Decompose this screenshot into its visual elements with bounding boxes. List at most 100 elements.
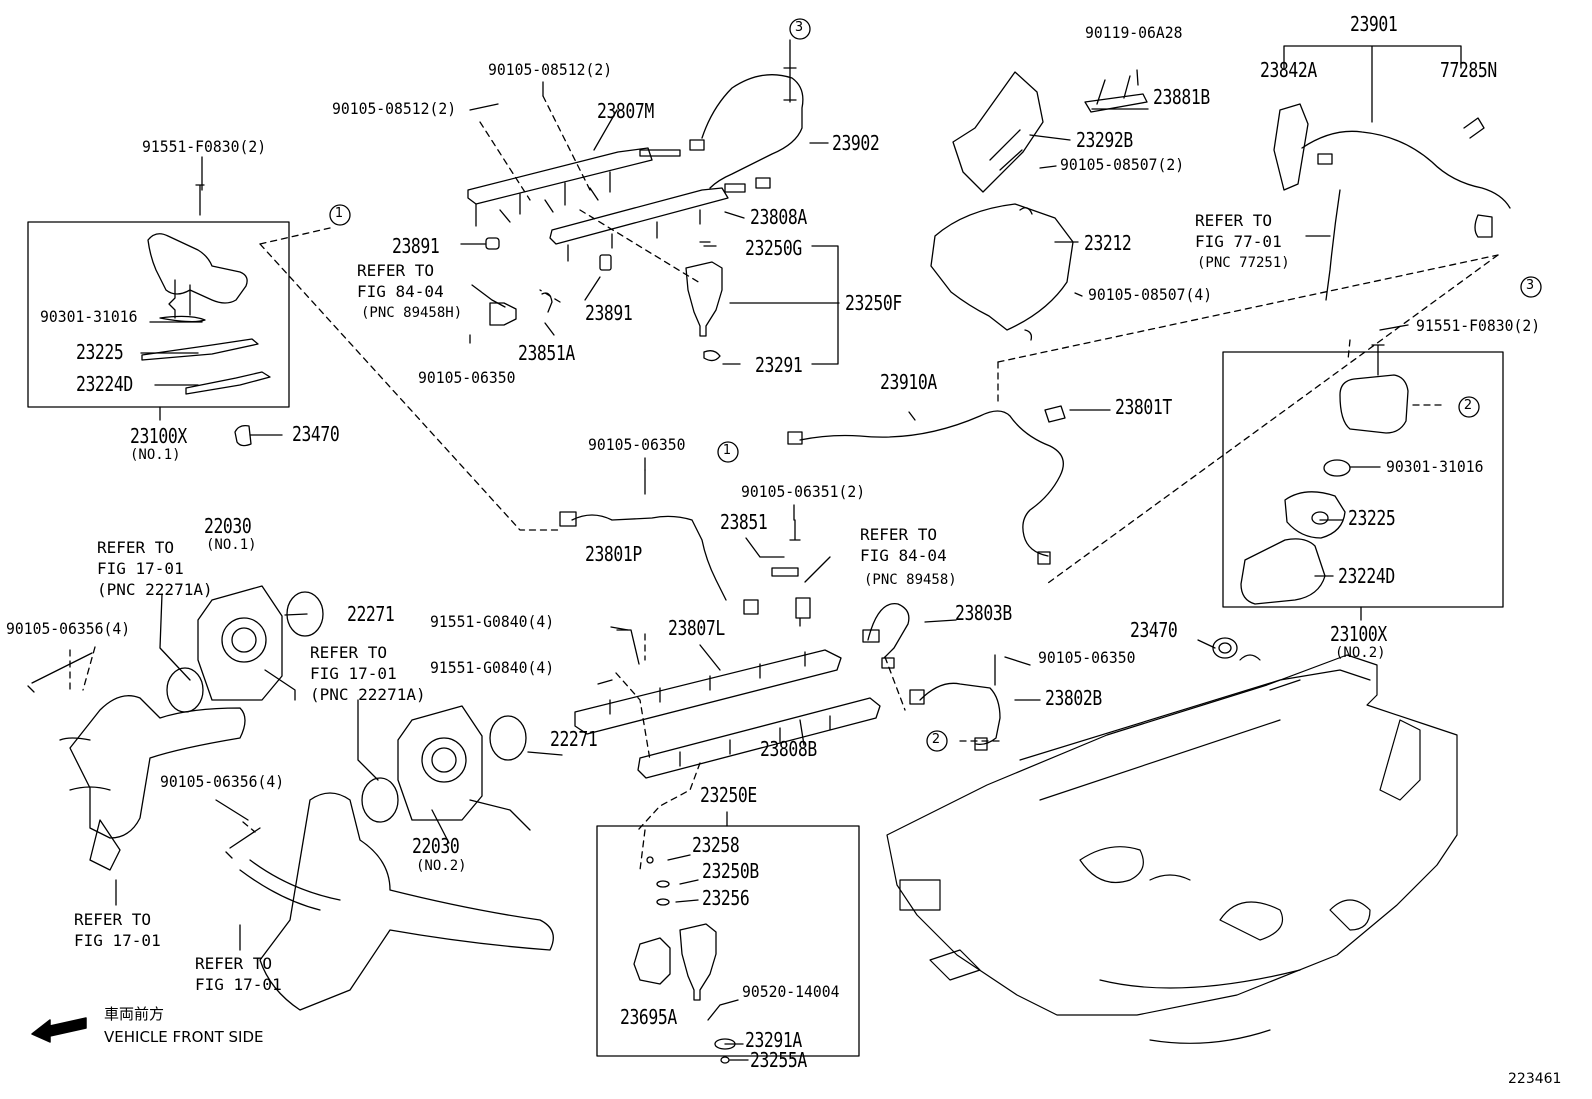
fuel-pipe-23910a xyxy=(787,405,1066,565)
part-label: 77285N xyxy=(1440,58,1497,82)
part-label: 23807L xyxy=(668,616,725,640)
part-label: 23256 xyxy=(702,886,750,910)
group-box-23250e xyxy=(596,825,860,1057)
part-label: 23807M xyxy=(597,99,654,123)
fuel-rail-23807m xyxy=(467,147,681,227)
part-label: 90105-06350 xyxy=(1038,648,1136,667)
part-label: 23250F xyxy=(845,291,902,315)
part-label: 90105-08512(2) xyxy=(488,60,613,79)
part-label: 23250E xyxy=(700,783,757,807)
part-label: 23803B xyxy=(955,601,1012,625)
injector-kit xyxy=(633,856,736,1064)
part-label: 23258 xyxy=(692,833,740,857)
part-label: 22271 xyxy=(347,602,395,626)
part-label: 23250B xyxy=(702,859,759,883)
sensor-23851 xyxy=(771,519,811,627)
part-label: 90105-06350 xyxy=(588,435,686,454)
part-label: 23291 xyxy=(755,353,803,377)
refer-fig-84-04-a: REFER TO FIG 84-04 xyxy=(357,261,444,301)
cover-23212 xyxy=(930,203,1074,341)
group-box-23100x-no2 xyxy=(1222,351,1504,608)
part-label: 23100X xyxy=(130,424,187,448)
part-label: 23224D xyxy=(76,372,133,396)
part-label: 23250G xyxy=(745,236,802,260)
injector-23250f xyxy=(685,241,723,362)
part-label: 23291A xyxy=(745,1028,802,1052)
part-label: 23802B xyxy=(1045,686,1102,710)
part-label: 90105-06351(2) xyxy=(741,482,866,501)
part-label: 23808B xyxy=(760,737,817,761)
fuel-rail-23807l xyxy=(574,629,842,735)
part-note: (NO.2) xyxy=(1335,645,1386,661)
refer-fig-84-04-b-pnc: (PNC 89458) xyxy=(864,572,957,588)
callout-circles xyxy=(329,18,1542,752)
refer-fig-84-04-b: REFER TO FIG 84-04 xyxy=(860,525,947,565)
fuel-rail-23808a xyxy=(549,183,746,262)
part-label: 23901 xyxy=(1350,12,1398,36)
engine-block xyxy=(886,654,1458,1044)
callout-2a: 2 xyxy=(1463,398,1473,413)
part-label: 23910A xyxy=(880,370,937,394)
throttle-body-22030-no2 xyxy=(397,705,531,831)
pipe-23802b xyxy=(909,654,1001,751)
intake-pipe-left xyxy=(27,652,246,871)
refer-fig-17-01-b: REFER TO FIG 17-01 (PNC 22271A) xyxy=(310,643,426,704)
part-label: 90105-06356(4) xyxy=(160,772,285,791)
part-label: 23881B xyxy=(1153,85,1210,109)
throttle-body-22030-no1 xyxy=(197,585,296,701)
callout-3b: 3 xyxy=(1525,278,1535,293)
part-label: 23695A xyxy=(620,1005,677,1029)
refer-fig-77-01-pnc: (PNC 77251) xyxy=(1197,255,1290,271)
part-label: 91551-F0830(2) xyxy=(142,137,267,156)
part-label: 91551-G0840(4) xyxy=(430,612,555,631)
refer-fig-77-01: REFER TO FIG 77-01 xyxy=(1195,211,1282,251)
part-label: 22271 xyxy=(550,727,598,751)
part-note: (NO.1) xyxy=(206,537,257,553)
dashed-connectors xyxy=(69,95,1499,871)
gasket-22271-b xyxy=(361,715,527,823)
part-label: 22030 xyxy=(412,834,460,858)
part-label: 90105-08512(2) xyxy=(332,99,457,118)
refer-fig-17-01-d: REFER TO FIG 17-01 xyxy=(195,954,282,994)
fuel-pipe-23801p xyxy=(559,469,759,615)
refer-fig-84-04-a-pnc: (PNC 89458H) xyxy=(361,305,463,321)
part-note: (NO.2) xyxy=(416,858,467,874)
group-box-23100x-no1 xyxy=(27,221,290,408)
part-label: 90105-06356(4) xyxy=(6,619,131,638)
part-label: 90301-31016 xyxy=(1386,457,1484,476)
sensor-89458h xyxy=(489,292,553,326)
part-label: 23902 xyxy=(832,131,880,155)
fuel-hose-23902 xyxy=(689,39,804,189)
vehicle-front-arrow xyxy=(31,1017,87,1043)
leader-lines xyxy=(115,69,1409,1061)
part-label: 23292B xyxy=(1076,128,1133,152)
part-label: 23842A xyxy=(1260,58,1317,82)
hp-pump-no2 xyxy=(1240,344,1409,605)
part-label: 23224D xyxy=(1338,564,1395,588)
part-label: 90105-06350 xyxy=(418,368,516,387)
part-label: 23851 xyxy=(720,510,768,534)
part-label: 23225 xyxy=(1348,506,1396,530)
part-label: 90105-08507(4) xyxy=(1088,285,1213,304)
part-label: 91551-F0830(2) xyxy=(1416,316,1541,335)
fuel-rail-23808b xyxy=(637,697,881,779)
part-label: 22030 xyxy=(204,514,252,538)
part-label: 23100X xyxy=(1330,622,1387,646)
callout-1a: 1 xyxy=(334,206,344,221)
refer-fig-17-01-c: REFER TO FIG 17-01 xyxy=(74,910,161,950)
vehicle-front-label-en: VEHICLE FRONT SIDE xyxy=(104,1028,264,1046)
part-label: 90301-31016 xyxy=(40,307,138,326)
part-label: 23225 xyxy=(76,340,124,364)
hp-hose-23901 xyxy=(1273,103,1511,301)
callout-2b: 2 xyxy=(931,732,941,747)
diagram-id: 223461 xyxy=(1508,1071,1562,1087)
part-label: 23470 xyxy=(1130,618,1178,642)
part-label: 23470 xyxy=(292,422,340,446)
bracket-23881b xyxy=(1084,75,1148,113)
callout-1b: 1 xyxy=(722,443,732,458)
bracket-23292b xyxy=(952,71,1044,193)
part-label: 90105-08507(2) xyxy=(1060,155,1185,174)
part-label: 23891 xyxy=(392,234,440,258)
part-label: 90119-06A28 xyxy=(1085,23,1183,42)
